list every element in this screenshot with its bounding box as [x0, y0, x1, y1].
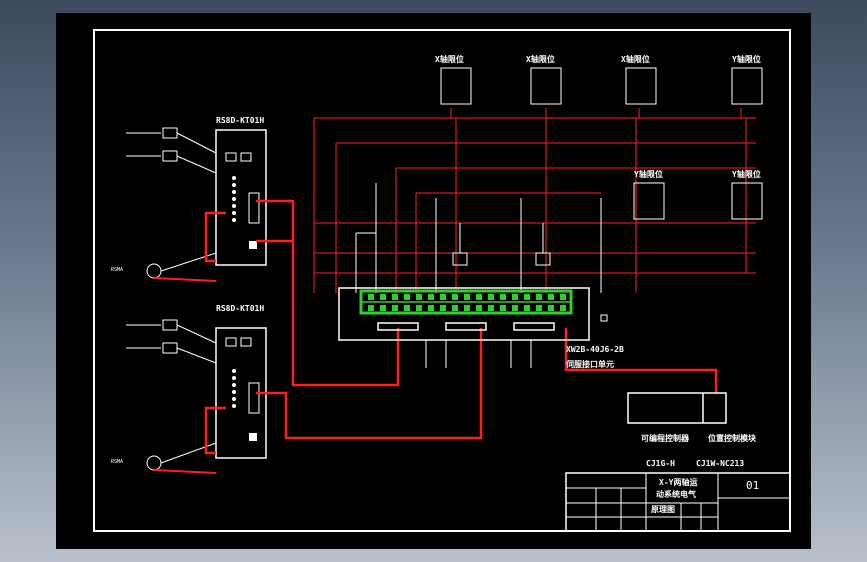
limit-label-x1: X轴限位	[435, 54, 464, 64]
limit-label-x3: X轴限位	[621, 54, 650, 64]
schematic-canvas: RS8D-KT01H	[93, 29, 791, 532]
limit-switch-y1: Y轴限位	[731, 54, 763, 105]
control-wiring	[313, 108, 756, 293]
cable-drive-top-to-terminal	[256, 199, 400, 387]
limit-switch-x3: X轴限位	[621, 54, 657, 105]
plc-assembly: 可编程控制器 CJ1G-H 位置控制模块 CJ1W-NC213	[627, 392, 757, 468]
servo-drive-bottom: RS8D-KT01H	[215, 304, 267, 459]
cable-terminal-to-module	[564, 328, 718, 393]
title-line1: X-Y两轴运	[659, 477, 697, 487]
servo-drive-top: RS8D-KT01H	[215, 116, 267, 266]
plc-label: 可编程控制器	[641, 433, 690, 443]
lower-contacts	[425, 340, 532, 368]
limit-label-y1: Y轴限位	[732, 54, 761, 64]
drive-bottom-label: RS8D-KT01H	[216, 304, 264, 313]
cable-drive-bottom-to-terminal	[256, 328, 483, 440]
supply-bottom	[126, 319, 217, 364]
limit-switch-x2: X轴限位	[526, 54, 562, 105]
interface-unit-label: 伺服接口单元	[565, 359, 614, 369]
svg-text:RSMA: RSMA	[111, 459, 123, 465]
sheet-number: 01	[746, 479, 759, 492]
relays	[452, 223, 551, 266]
terminal-block: XW2B-40J6-2B 伺服接口单元	[338, 287, 624, 369]
svg-text:RSMA: RSMA	[111, 267, 123, 273]
limit-label-y2: Y轴限位	[634, 169, 663, 179]
limit-switch-x1: X轴限位	[435, 54, 472, 105]
title-block: X-Y两轴运 动系统电气 原理图 01	[565, 472, 791, 532]
title-line3: 原理图	[651, 505, 675, 514]
limit-label-y3: Y轴限位	[732, 169, 761, 179]
drawing-sheet: RS8D-KT01H	[56, 13, 811, 549]
position-module-label: 位置控制模块	[708, 433, 757, 443]
motor-bottom: RSMA	[111, 442, 217, 474]
terminal-block-label: XW2B-40J6-2B	[566, 345, 624, 354]
supply-top	[126, 127, 217, 174]
wire-top-feedback	[204, 211, 226, 263]
motor-top: RSMA	[111, 252, 217, 282]
drive-top-label: RS8D-KT01H	[216, 116, 264, 125]
limit-switch-y2: Y轴限位	[633, 169, 665, 220]
drawing-border	[93, 29, 791, 532]
plc-model: CJ1G-H	[646, 459, 675, 468]
limit-switch-y3: Y轴限位	[731, 169, 763, 220]
position-module-model: CJ1W-NC213	[696, 459, 744, 468]
wire-bottom-feedback	[204, 406, 226, 455]
limit-label-x2: X轴限位	[526, 54, 555, 64]
title-line2: 动系统电气	[656, 489, 696, 499]
control-wiring-white	[355, 183, 602, 293]
